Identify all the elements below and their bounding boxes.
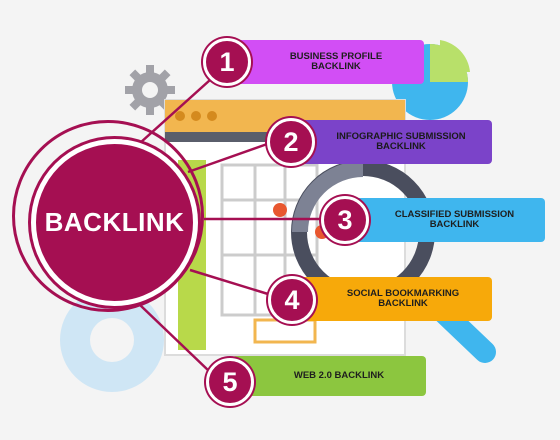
item-2-label-box: INFOGRAPHIC SUBMISSION BACKLINK (290, 120, 492, 164)
gear-bottom-left-icon (60, 288, 164, 392)
item-2-label: INFOGRAPHIC SUBMISSION BACKLINK (336, 131, 466, 152)
item-4-number-badge: 4 (268, 276, 316, 324)
item-1-number-badge: 1 (203, 38, 251, 86)
item-1-label-box: BUSINESS PROFILE BACKLINK (228, 40, 424, 84)
item-1-label: BUSINESS PROFILE BACKLINK (289, 51, 383, 72)
item-4-label-box: SOCIAL BOOKMARKING BACKLINK (294, 277, 492, 321)
item-5-label-box: WEB 2.0 BACKLINK (232, 356, 426, 396)
item-3-label: CLASSIFIED SUBMISSION BACKLINK (394, 209, 515, 230)
item-3-number-badge: 3 (321, 196, 369, 244)
hub-circle: BACKLINK (31, 139, 198, 306)
item-2-number-badge: 2 (267, 118, 315, 166)
item-5-number-badge: 5 (206, 358, 254, 406)
item-5-label: WEB 2.0 BACKLINK (293, 370, 385, 381)
item-4-label: SOCIAL BOOKMARKING BACKLINK (346, 288, 460, 309)
hub-label: BACKLINK (44, 207, 185, 237)
item-3-label-box: CLASSIFIED SUBMISSION BACKLINK (344, 198, 545, 242)
gear-icon (125, 65, 175, 115)
hub-outer-ring (12, 120, 204, 312)
